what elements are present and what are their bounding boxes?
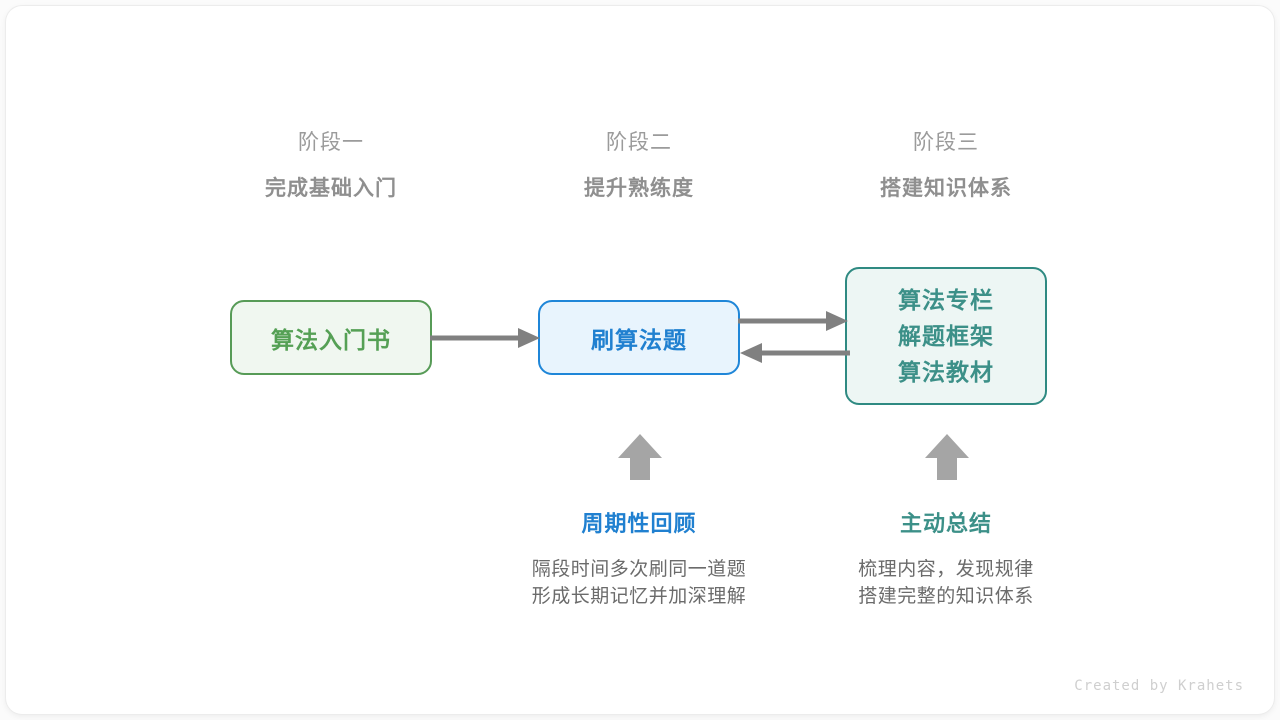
node-algorithm-intro-book[interactable]: 算法入门书: [230, 300, 432, 375]
node-book-label: 算法入门书: [271, 326, 391, 353]
arrow-summary-up: [925, 434, 969, 480]
note-review-body: 隔段时间多次刷同一道题 形成长期记忆并加深理解: [489, 556, 789, 610]
phase-2-index: 阶段二: [606, 131, 672, 154]
note-summary-body-line-2: 搭建完整的知识体系: [858, 586, 1034, 607]
node-practice-label: 刷算法题: [591, 326, 687, 353]
phase-1-title: 完成基础入门: [265, 177, 397, 200]
node-system-line-1: 算法专栏: [898, 287, 994, 313]
note-periodic-review: 周期性回顾 隔段时间多次刷同一道题 形成长期记忆并加深理解: [489, 509, 789, 610]
note-review-body-line-2: 形成长期记忆并加深理解: [531, 586, 747, 607]
arrow-book-to-practice: [430, 328, 540, 348]
note-summary-body-line-1: 梳理内容，发现规律: [858, 559, 1034, 580]
note-summary-title: 主动总结: [899, 511, 992, 536]
note-active-summary: 主动总结 梳理内容，发现规律 搭建完整的知识体系: [796, 509, 1096, 610]
phase-3-index: 阶段三: [913, 131, 979, 154]
node-system-line-3: 算法教材: [898, 359, 994, 385]
arrow-practice-to-system: [738, 311, 848, 331]
note-review-body-line-1: 隔段时间多次刷同一道题: [531, 559, 747, 580]
phase-header-3: 阶段三 搭建知识体系: [816, 128, 1076, 204]
node-practice-problems[interactable]: 刷算法题: [538, 300, 740, 375]
node-system-line-2: 解题框架: [898, 323, 994, 349]
arrow-review-up: [618, 434, 662, 480]
phase-2-title: 提升熟练度: [584, 177, 694, 200]
arrow-system-to-practice: [740, 343, 850, 363]
phase-3-title: 搭建知识体系: [880, 177, 1012, 200]
node-knowledge-system[interactable]: 算法专栏 解题框架 算法教材: [845, 267, 1047, 405]
note-review-title: 周期性回顾: [581, 511, 697, 536]
credit-text: Created by Krahets: [1074, 678, 1244, 694]
phase-header-1: 阶段一 完成基础入门: [201, 128, 461, 204]
note-summary-body: 梳理内容，发现规律 搭建完整的知识体系: [796, 556, 1096, 610]
phase-1-index: 阶段一: [298, 131, 364, 154]
phase-header-2: 阶段二 提升熟练度: [509, 128, 769, 204]
